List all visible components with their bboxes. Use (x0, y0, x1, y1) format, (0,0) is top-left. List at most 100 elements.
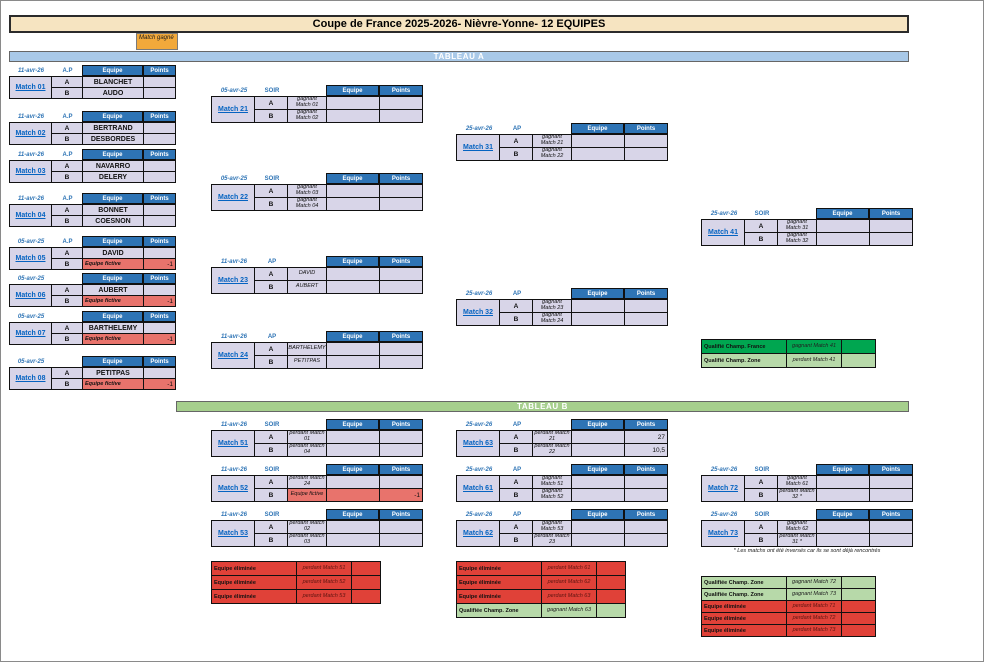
match-link[interactable]: Match 01 (10, 77, 52, 98)
points-cell[interactable] (144, 123, 175, 133)
points-cell[interactable]: -1 (380, 489, 422, 501)
points-cell[interactable] (380, 97, 422, 109)
match-link[interactable]: Match 02 (10, 123, 52, 144)
outcome-empty-cell[interactable] (842, 613, 875, 624)
team-name-cell[interactable]: Equipe fictive (83, 334, 144, 344)
outcome-empty-cell[interactable] (597, 562, 625, 575)
team-name-cell[interactable] (817, 476, 870, 488)
team-name-cell[interactable] (572, 300, 625, 312)
match-link[interactable]: Match 05 (10, 248, 52, 269)
team-name-cell[interactable]: AUDO (83, 88, 144, 98)
team-name-cell[interactable]: BONNET (83, 205, 144, 215)
team-source-cell[interactable]: gagnant Match 01 (288, 97, 327, 109)
match-link[interactable]: Match 62 (457, 521, 500, 546)
outcome-empty-cell[interactable] (842, 601, 875, 612)
points-cell[interactable] (380, 281, 422, 293)
team-source-cell[interactable]: perdant Match 04 (288, 444, 327, 456)
team-source-cell[interactable]: gagnant Match 31 (778, 220, 817, 232)
points-cell[interactable]: -1 (144, 296, 175, 306)
team-source-cell[interactable]: perdant Match 02 (288, 521, 327, 533)
team-name-cell[interactable]: Equipe fictive (83, 296, 144, 306)
team-name-cell[interactable] (327, 521, 380, 533)
team-source-cell[interactable]: gagnant Match 52 (533, 489, 572, 501)
points-cell[interactable] (380, 476, 422, 488)
points-cell[interactable] (380, 198, 422, 210)
points-cell[interactable] (870, 489, 912, 501)
team-name-cell[interactable]: BERTRAND (83, 123, 144, 133)
match-link[interactable]: Match 31 (457, 135, 500, 160)
match-link[interactable]: Match 03 (10, 161, 52, 182)
team-source-cell[interactable]: gagnant Match 61 (778, 476, 817, 488)
team-source-cell[interactable]: perdant Match 23 (533, 534, 572, 546)
points-cell[interactable] (870, 521, 912, 533)
match-link[interactable]: Match 51 (212, 431, 255, 456)
points-cell[interactable]: 27 (625, 431, 667, 443)
points-cell[interactable] (144, 285, 175, 295)
team-source-cell[interactable]: perdant Match 24 (288, 476, 327, 488)
team-name-cell[interactable] (327, 343, 380, 355)
team-name-cell[interactable]: Equipe fictive (83, 259, 144, 269)
team-name-cell[interactable] (327, 534, 380, 546)
match-link[interactable]: Match 73 (702, 521, 745, 546)
team-name-cell[interactable]: AUBERT (83, 285, 144, 295)
team-source-cell[interactable]: DAVID (288, 268, 327, 280)
points-cell[interactable]: -1 (144, 379, 175, 389)
team-source-cell[interactable]: BARTHELEMY (288, 343, 327, 355)
team-source-cell[interactable]: perdant Match 01 (288, 431, 327, 443)
points-cell[interactable] (380, 343, 422, 355)
match-link[interactable]: Match 72 (702, 476, 745, 501)
team-source-cell[interactable]: gagnant Match 53 (533, 521, 572, 533)
points-cell[interactable] (625, 534, 667, 546)
team-name-cell[interactable] (327, 198, 380, 210)
match-link[interactable]: Match 41 (702, 220, 745, 245)
points-cell[interactable] (625, 476, 667, 488)
points-cell[interactable] (144, 205, 175, 215)
points-cell[interactable] (870, 220, 912, 232)
outcome-empty-cell[interactable] (842, 625, 875, 636)
match-link[interactable]: Match 32 (457, 300, 500, 325)
points-cell[interactable] (625, 489, 667, 501)
points-cell[interactable] (144, 248, 175, 258)
team-name-cell[interactable]: BLANCHET (83, 77, 144, 87)
points-cell[interactable] (625, 135, 667, 147)
team-source-cell[interactable]: AUBERT (288, 281, 327, 293)
points-cell[interactable] (144, 323, 175, 333)
team-source-cell[interactable]: gagnant Match 21 (533, 135, 572, 147)
team-name-cell[interactable] (572, 313, 625, 325)
points-cell[interactable] (380, 444, 422, 456)
team-name-cell[interactable] (327, 110, 380, 122)
team-source-cell[interactable]: gagnant Match 03 (288, 185, 327, 197)
points-cell[interactable] (380, 356, 422, 368)
outcome-empty-cell[interactable] (352, 590, 380, 603)
team-name-cell[interactable] (572, 521, 625, 533)
points-cell[interactable] (380, 185, 422, 197)
team-name-cell[interactable]: COESNON (83, 216, 144, 226)
team-source-cell[interactable]: Equipe fictive (288, 489, 327, 501)
team-name-cell[interactable] (817, 521, 870, 533)
team-name-cell[interactable] (572, 135, 625, 147)
match-link[interactable]: Match 21 (212, 97, 255, 122)
points-cell[interactable] (380, 268, 422, 280)
team-source-cell[interactable]: perdant Match 03 (288, 534, 327, 546)
match-link[interactable]: Match 08 (10, 368, 52, 389)
team-name-cell[interactable] (817, 233, 870, 245)
points-cell[interactable] (144, 368, 175, 378)
team-source-cell[interactable]: perdant Match 22 (533, 444, 572, 456)
team-name-cell[interactable]: DESBORDES (83, 134, 144, 144)
team-name-cell[interactable] (572, 444, 625, 456)
points-cell[interactable] (625, 313, 667, 325)
team-source-cell[interactable]: perdant Match 21 (533, 431, 572, 443)
outcome-empty-cell[interactable] (597, 576, 625, 589)
team-name-cell[interactable] (327, 185, 380, 197)
points-cell[interactable] (870, 476, 912, 488)
points-cell[interactable] (870, 534, 912, 546)
team-source-cell[interactable]: gagnant Match 24 (533, 313, 572, 325)
points-cell[interactable] (144, 134, 175, 144)
team-name-cell[interactable] (572, 489, 625, 501)
team-name-cell[interactable] (327, 97, 380, 109)
team-name-cell[interactable] (817, 534, 870, 546)
points-cell[interactable] (144, 216, 175, 226)
outcome-empty-cell[interactable] (597, 604, 625, 617)
team-name-cell[interactable] (327, 431, 380, 443)
outcome-empty-cell[interactable] (352, 562, 380, 575)
